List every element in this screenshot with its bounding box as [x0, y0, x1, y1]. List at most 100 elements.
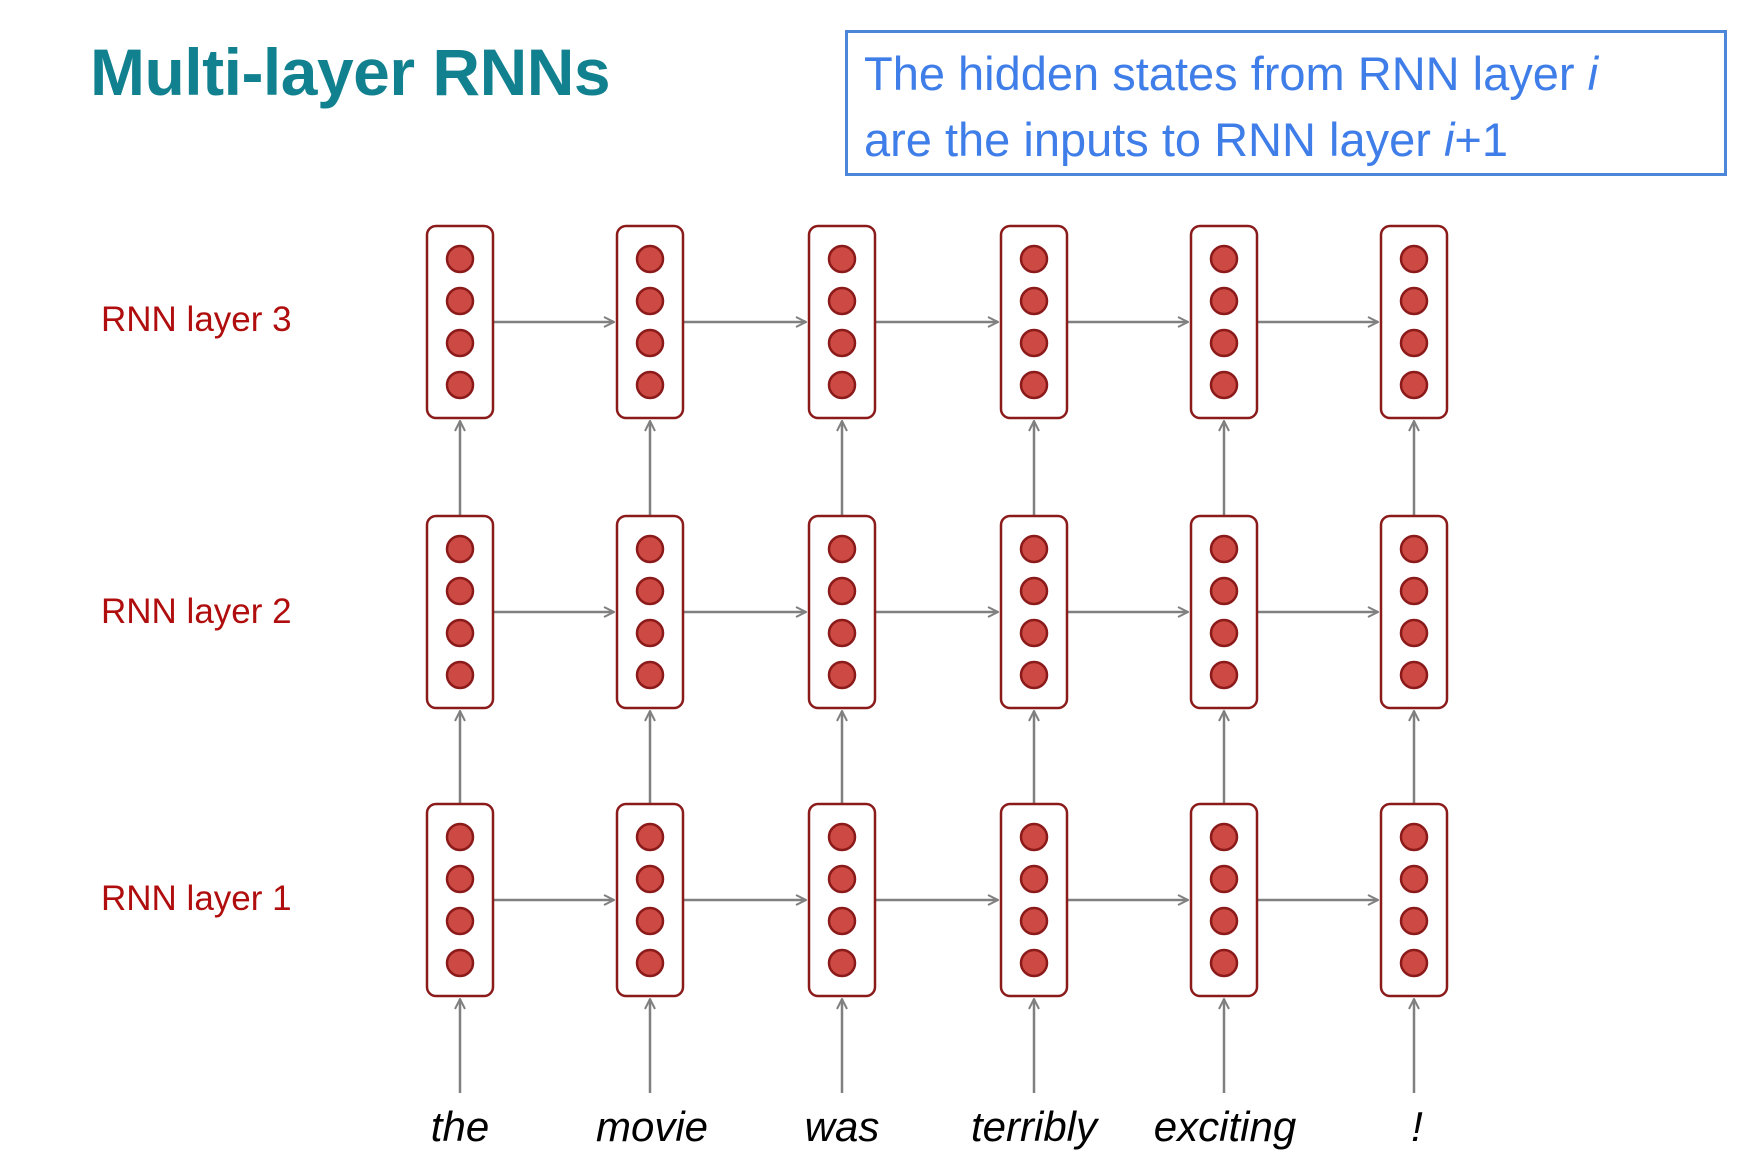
layer-label-1: RNN layer 1: [101, 879, 292, 918]
hidden-state-layer-2-step-6: [1379, 514, 1449, 710]
layer-label-3: RNN layer 3: [101, 300, 292, 339]
hidden-state-layer-3-step-3: [807, 224, 877, 420]
neuron-4: [827, 948, 857, 978]
neuron-3: [1019, 906, 1049, 936]
neuron-3: [1019, 618, 1049, 648]
word-exclamation: !: [1411, 1103, 1423, 1150]
neuron-1: [1399, 534, 1429, 564]
neuron-4: [635, 370, 665, 400]
neuron-3: [445, 328, 475, 358]
neuron-3: [1399, 906, 1429, 936]
callout-line-2-text: are the inputs to RNN layer: [864, 113, 1444, 166]
neuron-2: [1209, 286, 1239, 316]
hidden-state-box: [1189, 224, 1259, 420]
neuron-4: [1019, 370, 1049, 400]
neuron-1: [445, 244, 475, 274]
neuron-3: [1209, 618, 1239, 648]
hidden-state-layer-1-step-6: [1379, 802, 1449, 998]
callout-line-1-variable: i: [1587, 47, 1599, 100]
hidden-state-box: [807, 514, 877, 710]
neuron-2: [635, 286, 665, 316]
callout-line-2-suffix: +1: [1454, 113, 1508, 166]
neuron-4: [445, 660, 475, 690]
neuron-3: [445, 906, 475, 936]
hidden-state-box: [1189, 802, 1259, 998]
hidden-state-box: [615, 802, 685, 998]
neuron-2: [445, 864, 475, 894]
neuron-3: [1209, 328, 1239, 358]
neuron-3: [635, 906, 665, 936]
hidden-state-layer-3-step-4: [999, 224, 1069, 420]
neuron-1: [827, 534, 857, 564]
hidden-state-box: [615, 514, 685, 710]
hidden-state-layer-3-step-5: [1189, 224, 1259, 420]
word-terribly: terribly: [970, 1103, 1098, 1150]
neuron-4: [1399, 948, 1429, 978]
neuron-1: [1209, 822, 1239, 852]
hidden-state-box: [807, 224, 877, 420]
neuron-1: [445, 534, 475, 564]
word-movie: movie: [595, 1103, 709, 1150]
neuron-4: [635, 948, 665, 978]
neuron-2: [635, 576, 665, 606]
callout-box: The hidden states from RNN layer i are t…: [845, 30, 1727, 176]
neuron-3: [1399, 618, 1429, 648]
neuron-1: [1019, 244, 1049, 274]
neuron-3: [1399, 328, 1429, 358]
neuron-4: [1399, 370, 1429, 400]
callout-line-2-variable: i: [1443, 113, 1455, 166]
page-title: Multi-layer RNNs: [90, 35, 611, 109]
neuron-2: [1399, 286, 1429, 316]
hidden-state-box: [999, 802, 1069, 998]
hidden-state-layer-1-step-5: [1189, 802, 1259, 998]
hidden-state-box: [1379, 224, 1449, 420]
neuron-4: [635, 660, 665, 690]
neuron-1: [1019, 822, 1049, 852]
hidden-state-box: [425, 802, 495, 998]
neuron-4: [1019, 660, 1049, 690]
neuron-3: [445, 618, 475, 648]
neuron-1: [635, 244, 665, 274]
hidden-state-layer-2-step-4: [999, 514, 1069, 710]
hidden-state-box: [425, 224, 495, 420]
hidden-state-box: [807, 802, 877, 998]
neuron-2: [1019, 864, 1049, 894]
word-the: the: [430, 1103, 490, 1150]
neuron-2: [445, 576, 475, 606]
neuron-2: [1209, 864, 1239, 894]
neuron-3: [635, 618, 665, 648]
neuron-2: [1019, 576, 1049, 606]
neuron-2: [827, 286, 857, 316]
hidden-state-layer-2-step-1: [425, 514, 495, 710]
neuron-1: [635, 534, 665, 564]
neuron-4: [1209, 948, 1239, 978]
word-was: was: [804, 1103, 880, 1150]
hidden-state-layer-3-step-6: [1379, 224, 1449, 420]
hidden-state-layer-2-step-5: [1189, 514, 1259, 710]
hidden-state-layer-1-step-1: [425, 802, 495, 998]
neuron-4: [1209, 370, 1239, 400]
hidden-state-box: [615, 224, 685, 420]
neuron-2: [1019, 286, 1049, 316]
hidden-state-box: [425, 514, 495, 710]
neuron-1: [1209, 244, 1239, 274]
hidden-state-layer-3-step-2: [615, 224, 685, 420]
callout-line-1: The hidden states from RNN layer i: [864, 41, 1724, 107]
neuron-1: [827, 244, 857, 274]
hidden-state-layer-1-step-2: [615, 802, 685, 998]
neuron-1: [1209, 534, 1239, 564]
hidden-state-layer-3-step-1: [425, 224, 495, 420]
neuron-2: [1399, 576, 1429, 606]
hidden-state-box: [999, 514, 1069, 710]
neuron-2: [1209, 576, 1239, 606]
neuron-4: [827, 660, 857, 690]
neuron-1: [635, 822, 665, 852]
neuron-1: [1019, 534, 1049, 564]
neuron-1: [445, 822, 475, 852]
neuron-1: [1399, 822, 1429, 852]
neuron-1: [1399, 244, 1429, 274]
neuron-3: [827, 906, 857, 936]
neuron-3: [1209, 906, 1239, 936]
hidden-state-box: [999, 224, 1069, 420]
